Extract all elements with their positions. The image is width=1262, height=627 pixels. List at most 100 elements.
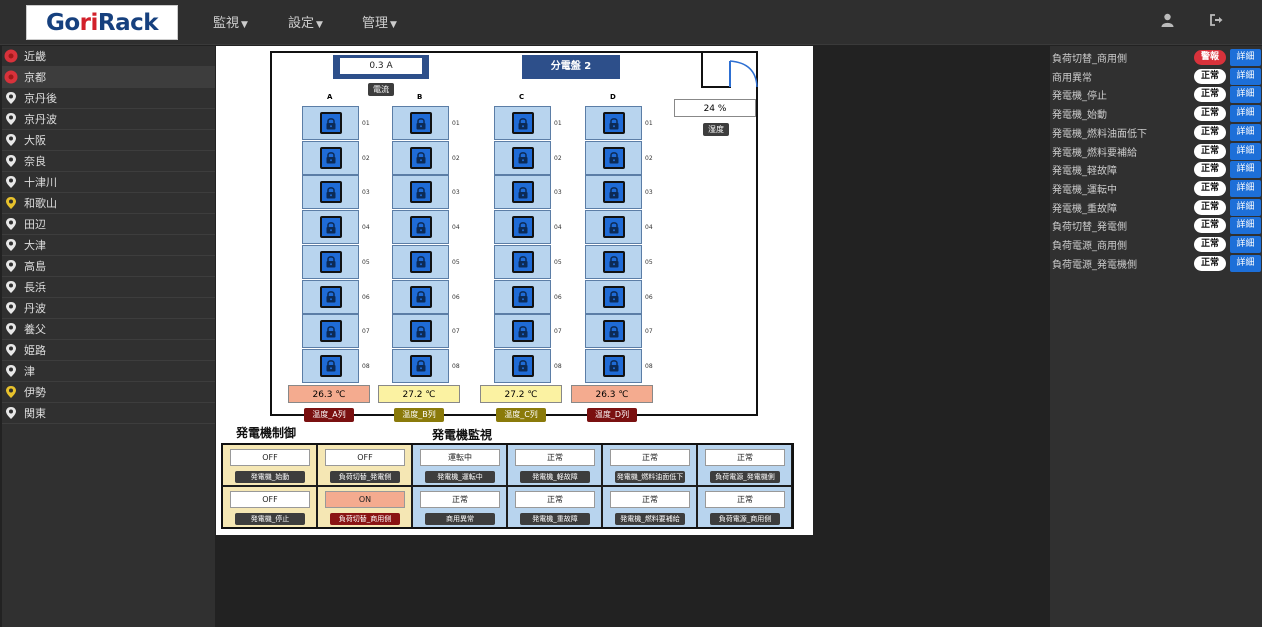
site-item[interactable]: 京丹波 [2,109,215,130]
cell-value[interactable]: OFF [325,449,405,466]
site-item[interactable]: 高島 [2,256,215,277]
alarm-detail-button[interactable]: 詳細 [1230,236,1261,253]
rack-slot[interactable] [302,210,359,245]
alert-marker-icon [4,49,18,63]
alarm-name: 発電機_重故障 [1052,203,1117,215]
alarm-detail-button[interactable]: 詳細 [1230,161,1261,179]
cell-value: 正常 [515,491,595,508]
rack-slot[interactable] [392,244,449,279]
rack-slot[interactable] [494,210,551,245]
menu-settings[interactable]: 設定▼ [288,16,323,31]
rack-slot[interactable] [585,210,642,245]
sign-out-icon[interactable] [1210,12,1224,31]
generator-monitor-title: 発電機監視 [432,428,493,442]
rack-slot-number: 02 [554,154,562,162]
rack-slot[interactable] [392,175,449,210]
rack-slot[interactable] [392,314,449,349]
rack-slot[interactable] [302,175,359,210]
alarm-name: 負荷切替_発電側 [1052,222,1127,234]
rack-slot[interactable] [494,314,551,349]
site-item[interactable]: 長浜 [2,277,215,298]
lock-icon [602,354,625,377]
cell-value[interactable]: OFF [230,449,310,466]
rack-slot[interactable] [494,244,551,279]
rack-slot[interactable] [494,279,551,314]
alarm-detail-button[interactable]: 詳細 [1230,67,1261,85]
alarm-detail-button[interactable]: 詳細 [1230,49,1261,66]
site-item[interactable]: 養父 [2,319,215,340]
rack-slot[interactable] [392,210,449,245]
rack-slot[interactable] [585,106,642,140]
map-marker-icon [6,365,16,377]
alarm-detail-button[interactable]: 詳細 [1230,142,1261,160]
site-item[interactable]: 近畿 [2,46,215,67]
alarm-detail-button[interactable]: 詳細 [1230,86,1261,104]
rack-slot[interactable] [494,140,551,175]
humidity-value: 24 % [674,99,756,117]
site-name: 姫路 [24,344,46,357]
rack-slot[interactable] [494,106,551,140]
map-marker-icon [6,344,16,356]
lock-icon [511,285,534,308]
user-icon[interactable] [1161,12,1174,31]
cell-value[interactable]: ON [325,491,405,508]
rack-temperature-label: 温度_C列 [496,408,546,422]
menu-admin[interactable]: 管理▼ [362,16,397,31]
rack-slot[interactable] [392,106,449,140]
alarm-detail-button[interactable]: 詳細 [1230,198,1261,216]
site-item[interactable]: 京丹後 [2,88,215,109]
rack-slot[interactable] [302,106,359,140]
rack-slot[interactable] [392,348,449,383]
generator-control-switch[interactable]: OFF 負荷切替_発電側 [318,445,411,485]
rack-slot[interactable] [585,244,642,279]
site-item[interactable]: 関東 [2,403,215,424]
alarm-detail-button[interactable]: 詳細 [1230,105,1261,123]
rack-slot-number: 05 [452,258,460,266]
rack-slot[interactable] [302,140,359,175]
site-item[interactable]: 十津川 [2,172,215,193]
rack-slot[interactable] [585,279,642,314]
rack-slot-number: 01 [452,120,460,127]
rack-slot[interactable] [302,348,359,383]
menu-monitor[interactable]: 監視▼ [213,16,248,31]
rack-slot-number: 01 [554,120,562,127]
lock-icon [602,250,625,273]
site-item[interactable]: 大阪 [2,130,215,151]
site-name: 関東 [24,407,46,420]
alarm-detail-button[interactable]: 詳細 [1230,217,1261,235]
rack-slot[interactable] [494,175,551,210]
rack-slot[interactable] [392,140,449,175]
cell-label: 負荷切替_発電側 [330,471,400,483]
site-item[interactable]: 奈良 [2,151,215,172]
alarm-row: 負荷電源_発電機側正常詳細 [1052,254,1261,272]
site-item[interactable]: 和歌山 [2,193,215,214]
rack-slot[interactable] [585,175,642,210]
rack-slot[interactable] [302,279,359,314]
site-item[interactable]: 京都 [2,67,215,88]
alarm-detail-button[interactable]: 詳細 [1230,179,1261,197]
rack-slot[interactable] [302,244,359,279]
rack-slot[interactable] [585,348,642,383]
rack-slot[interactable] [392,279,449,314]
cell-value[interactable]: OFF [230,491,310,508]
rack-slot[interactable] [302,314,359,349]
lock-icon [319,250,342,273]
alarm-detail-button[interactable]: 詳細 [1230,123,1261,141]
rack-slot[interactable] [494,348,551,383]
site-item[interactable]: 津 [2,361,215,382]
rack-slot[interactable] [585,314,642,349]
site-item[interactable]: 大津 [2,235,215,256]
rack-column-letter: D [610,93,616,101]
site-name: 養父 [24,323,46,336]
site-item[interactable]: 丹波 [2,298,215,319]
site-item[interactable]: 田辺 [2,214,215,235]
alarm-detail-button[interactable]: 詳細 [1230,254,1261,272]
site-item[interactable]: 伊勢 [2,382,215,403]
site-item[interactable]: 姫路 [2,340,215,361]
rack-slot[interactable] [585,140,642,175]
rack-slot-number: 06 [362,293,370,301]
